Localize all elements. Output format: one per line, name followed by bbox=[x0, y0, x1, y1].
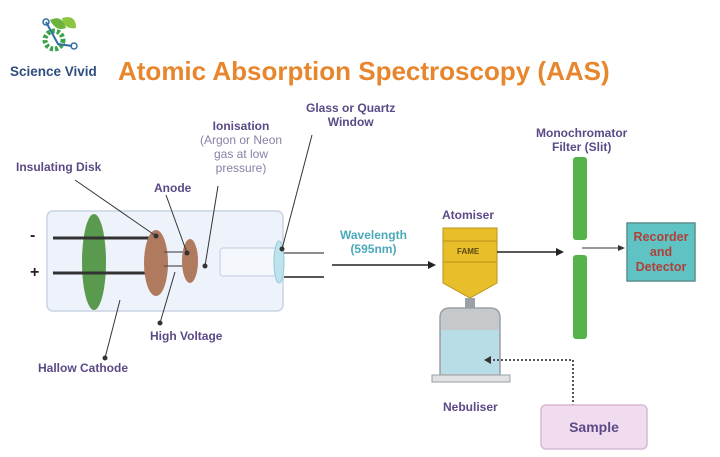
detector-line-1: Recorder bbox=[633, 230, 689, 244]
sample-feed-line bbox=[489, 359, 574, 422]
wavelength-line-2: (595nm) bbox=[350, 242, 397, 256]
leaf-gear-circuit-icon bbox=[42, 17, 78, 52]
label-window: Glass or Quartz Window bbox=[306, 101, 395, 129]
slit-upper bbox=[573, 157, 587, 240]
label-wavelength: Wavelength (595nm) bbox=[340, 228, 407, 256]
quartz-window bbox=[273, 240, 285, 284]
label-insulating-disk: Insulating Disk bbox=[16, 160, 102, 174]
detector-line-3: Detector bbox=[635, 260, 687, 274]
label-nebuliser: Nebuliser bbox=[443, 400, 498, 414]
atomiser-burner bbox=[442, 227, 498, 308]
label-ionisation: Ionisation (Argon or Neon gas at low pre… bbox=[200, 119, 282, 175]
flame-text: FAME bbox=[457, 247, 480, 256]
ionisation-title: Ionisation bbox=[212, 119, 270, 133]
label-cathode: Hallow Cathode bbox=[38, 361, 129, 375]
label-monochromator: Monochromator Filter (Slit) bbox=[536, 126, 627, 154]
label-sample: Sample bbox=[569, 419, 619, 435]
window-line-1: Glass or Quartz bbox=[306, 101, 396, 115]
nebuliser-chamber bbox=[431, 307, 511, 383]
sample-box bbox=[540, 404, 648, 450]
wavelength-line-1: Wavelength bbox=[340, 228, 407, 242]
cathode-disk bbox=[82, 214, 106, 310]
label-high-voltage: High Voltage bbox=[150, 329, 223, 343]
brand-name: Science Vivid bbox=[10, 64, 97, 79]
terminal-negative: - bbox=[30, 227, 36, 244]
terminal-positive: + bbox=[30, 264, 40, 281]
window-line-2: Window bbox=[327, 115, 374, 129]
slit-lower bbox=[573, 255, 587, 339]
mono-line-2: Filter (Slit) bbox=[552, 140, 612, 154]
ionisation-note-3: pressure) bbox=[215, 161, 267, 175]
detector-box bbox=[626, 222, 696, 282]
ionisation-note-2: gas at low bbox=[213, 147, 269, 161]
ionisation-note-1: (Argon or Neon bbox=[200, 133, 283, 147]
label-anode: Anode bbox=[154, 181, 192, 195]
insulating-disk bbox=[144, 230, 168, 296]
page-title: Atomic Absorption Spectroscopy (AAS) bbox=[118, 56, 610, 86]
label-atomiser: Atomiser bbox=[442, 208, 495, 222]
mono-line-1: Monochromator bbox=[536, 126, 628, 140]
label-detector: Recorder and Detector bbox=[627, 230, 695, 275]
detector-line-2: and bbox=[649, 245, 673, 259]
